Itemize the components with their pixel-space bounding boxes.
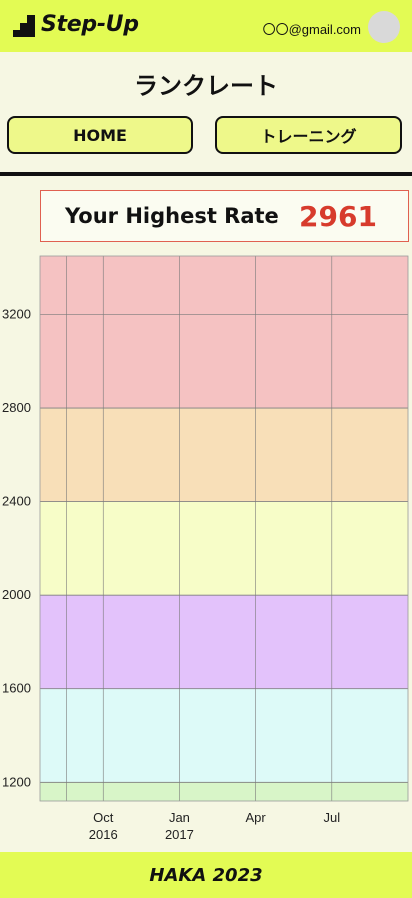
x-tick-label-3: Jul (323, 810, 340, 825)
x-tick-label-0: Oct (93, 810, 114, 825)
y-tick-label-2800: 2800 (2, 400, 31, 415)
rank-band-2000 (40, 501, 408, 596)
rank-band-2400 (40, 408, 408, 502)
x-tick-label-year-0: 2016 (89, 827, 118, 842)
rank-band-1200 (40, 688, 408, 783)
page-title: ランクレート (134, 72, 278, 100)
avatar[interactable] (368, 11, 400, 43)
user-email: 〇〇@gmail.com (262, 22, 361, 37)
x-tick-label-year-1: 2017 (165, 827, 194, 842)
training-button[interactable]: トレーニング (215, 116, 402, 154)
rank-band-2800 (40, 256, 408, 409)
highest-rate-card: Your Highest Rate 2961 (40, 190, 409, 242)
header-divider (0, 172, 412, 176)
stairs-icon (13, 15, 35, 37)
app-footer: HAKA 2023 (0, 852, 412, 898)
home-button[interactable]: HOME (7, 116, 193, 154)
app-logo-text[interactable]: Step-Up (41, 12, 139, 37)
app-header: Step-Up 〇〇@gmail.com (0, 0, 412, 52)
y-tick-label-3200: 3200 (2, 306, 31, 321)
y-tick-label-1600: 1600 (2, 681, 31, 696)
highest-rate-value: 2961 (299, 200, 377, 233)
x-tick-label-1: Jan (169, 810, 190, 825)
y-tick-label-2000: 2000 (2, 587, 31, 602)
x-tick-label-2: Apr (246, 810, 267, 825)
plot-frame (39, 255, 409, 802)
y-tick-label-1200: 1200 (2, 774, 31, 789)
y-tick-label-2400: 2400 (2, 494, 31, 509)
rank-band-1120 (40, 782, 408, 801)
rank-band-1600 (40, 595, 408, 689)
highest-rate-label: Your Highest Rate (65, 204, 279, 228)
